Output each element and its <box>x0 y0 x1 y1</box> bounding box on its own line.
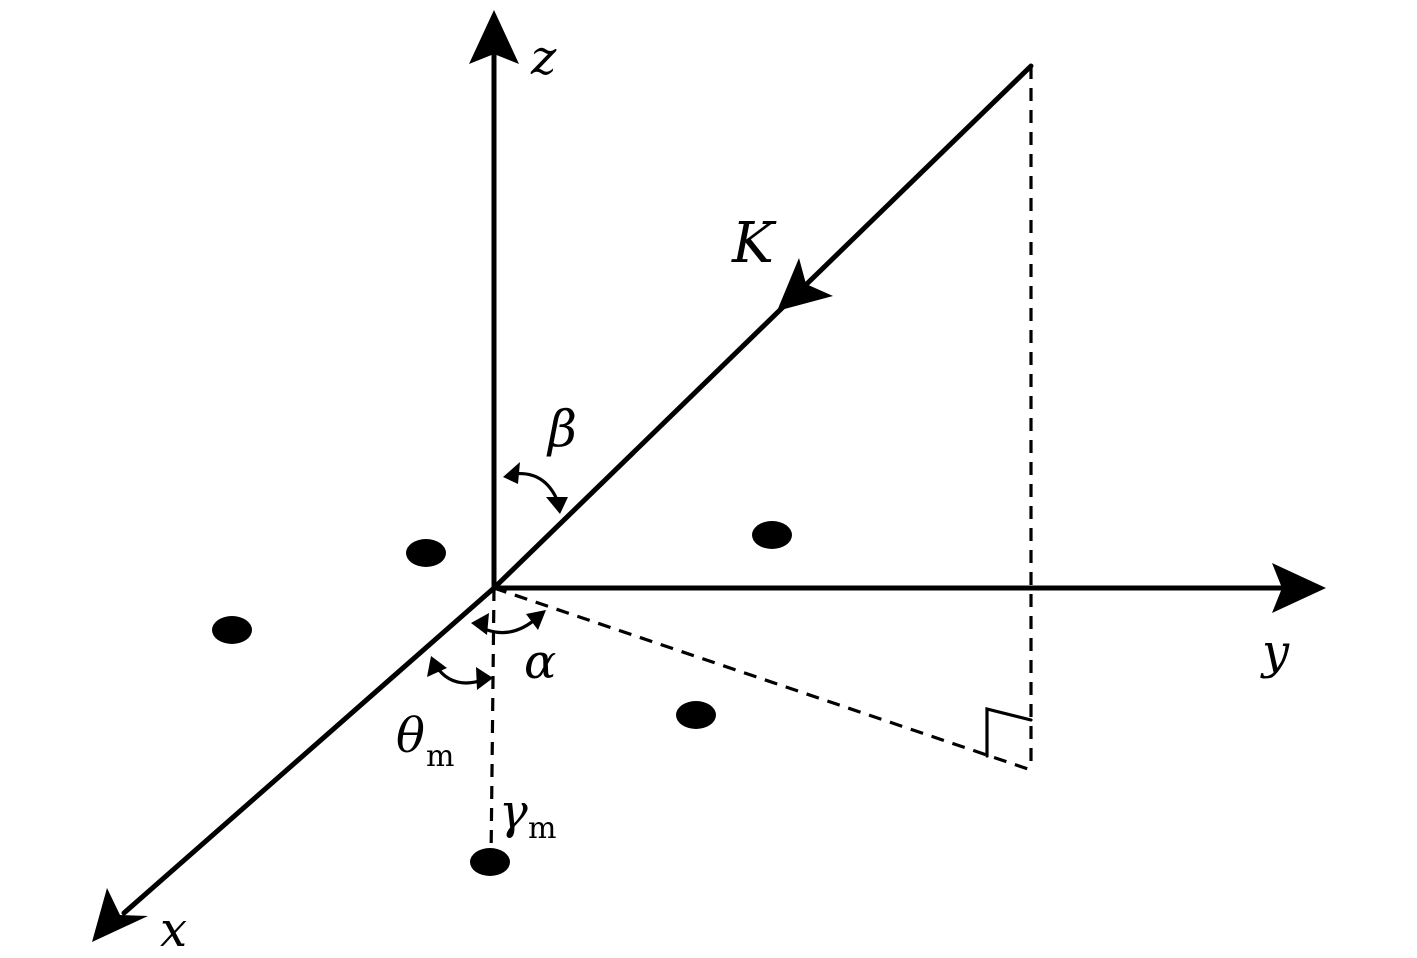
k-vector-label: K <box>731 211 777 276</box>
array-element <box>470 848 510 876</box>
alpha-angle-arc <box>471 610 546 635</box>
array-element <box>752 521 792 549</box>
projection-lines <box>489 66 1033 863</box>
x-axis <box>92 585 497 942</box>
alpha-label: α <box>524 634 556 690</box>
gamma-subscript: m <box>528 811 556 846</box>
theta-label: θ <box>396 708 425 764</box>
array-element <box>676 701 716 729</box>
beta-label: β <box>546 400 577 458</box>
array-element <box>406 539 446 567</box>
array-element <box>212 616 252 644</box>
z-axis <box>469 10 519 591</box>
theta-angle-arc <box>427 656 493 690</box>
k-vector <box>491 63 1034 591</box>
y-axis-label: y <box>1260 624 1290 680</box>
beta-angle-arc <box>503 462 568 514</box>
y-axis <box>491 563 1326 613</box>
z-axis-label: z <box>530 30 557 86</box>
right-angle-marker <box>985 706 1033 758</box>
gamma-label: γ <box>499 784 528 840</box>
array-elements <box>212 521 792 876</box>
theta-subscript: m <box>426 739 454 774</box>
x-axis-label: x <box>160 902 187 958</box>
